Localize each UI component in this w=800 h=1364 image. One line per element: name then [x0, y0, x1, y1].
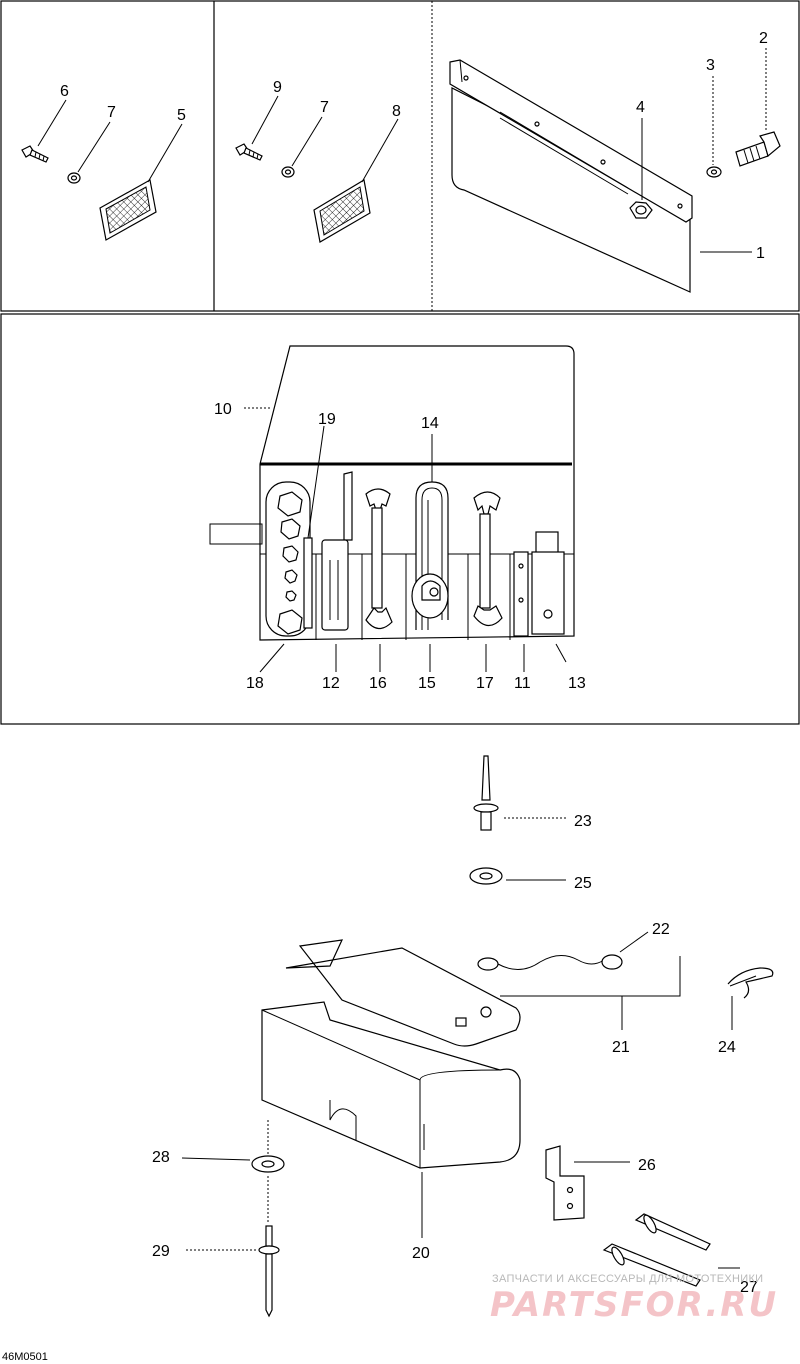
callout-14: 14: [421, 415, 439, 432]
callout-15: 15: [418, 675, 436, 692]
callout-8: 8: [392, 103, 401, 120]
mud-flap-assembly: 1 4 3 2: [449, 30, 781, 293]
tool-box-assembly: 23 25 20 22: [152, 755, 774, 1318]
open-wrench-part-16: [365, 488, 393, 630]
callout-20: 20: [412, 1245, 430, 1262]
watermark-tagline: ЗАПЧАСТИ И АКСЕССУАРЫ ДЛЯ МОТОТЕХНИКИ: [492, 1273, 763, 1285]
box-lid: [285, 939, 521, 1047]
top-panel-border: [0, 0, 800, 312]
callout-1: 1: [756, 245, 765, 262]
callout-7a: 7: [107, 104, 116, 121]
tool-part-13: [531, 531, 565, 635]
reflector-part-5: [99, 179, 157, 241]
rivet-part-23: [473, 755, 499, 831]
reflector-part-8: [313, 179, 371, 243]
pin-part-24: [727, 967, 774, 999]
callout-17: 17: [476, 675, 494, 692]
callout-19: 19: [318, 411, 336, 428]
reflector-kit-b: 9 7 8: [235, 79, 401, 243]
callout-26: 26: [638, 1157, 656, 1174]
washer-part-3: [706, 166, 722, 178]
bracket-part-26: [545, 1145, 585, 1221]
washer-part-7b: [281, 166, 295, 178]
rivet-part-29: [258, 1225, 280, 1318]
callout-11: 11: [514, 675, 531, 692]
callout-22: 22: [652, 921, 670, 938]
callout-29: 29: [152, 1243, 170, 1260]
callout-23: 23: [574, 813, 592, 830]
nut-part-4: [629, 201, 653, 219]
pouch-strap: [209, 523, 263, 545]
reflector-kit-a: 6 7 5: [21, 83, 186, 241]
screwdriver-part-12: [321, 471, 353, 631]
callout-24: 24: [718, 1039, 736, 1056]
callout-12: 12: [322, 675, 340, 692]
box-wrench-part-18: [265, 481, 311, 637]
rivet-part-27: [602, 1213, 711, 1287]
washer-part-28: [251, 1155, 285, 1173]
top-panel: [0, 0, 800, 312]
callout-18: 18: [246, 675, 264, 692]
screw-part-6: [21, 145, 49, 163]
callout-2: 2: [759, 30, 768, 47]
callout-9: 9: [273, 79, 282, 96]
screw-part-9: [235, 143, 263, 161]
callout-5: 5: [177, 107, 186, 124]
callout-3: 3: [706, 57, 715, 74]
callout-16: 16: [369, 675, 387, 692]
callout-13: 13: [568, 675, 586, 692]
tool-kit-panel-border: [0, 313, 800, 725]
watermark: ЗАПЧАСТИ И АКСЕССУАРЫ ДЛЯ МОТОТЕХНИКИ PA…: [490, 1273, 778, 1325]
watermark-brand: PARTSFOR.RU: [490, 1285, 778, 1325]
box-part-20: [261, 1001, 521, 1169]
socket-part-15: [411, 573, 449, 619]
rod-part-19: [303, 537, 313, 629]
callout-21: 21: [612, 1039, 630, 1056]
callout-28: 28: [152, 1149, 170, 1166]
callout-6: 6: [60, 83, 69, 100]
tool-part-11: [513, 551, 529, 637]
cable-part-22: [477, 954, 623, 971]
callout-7b: 7: [320, 99, 329, 116]
callout-25: 25: [574, 875, 592, 892]
washer-part-7a: [67, 172, 81, 184]
tool-kit-panel: 10 18 19 12: [0, 313, 800, 725]
callout-27: 27: [740, 1279, 758, 1296]
washer-part-25: [469, 867, 503, 885]
mud-flap-part-1: [449, 59, 693, 293]
callout-4: 4: [636, 99, 645, 116]
bolt-part-2: [735, 131, 781, 167]
callout-10: 10: [214, 401, 232, 418]
combo-wrench-part-17: [473, 491, 503, 627]
figure-code: 46M0501: [2, 1351, 48, 1363]
